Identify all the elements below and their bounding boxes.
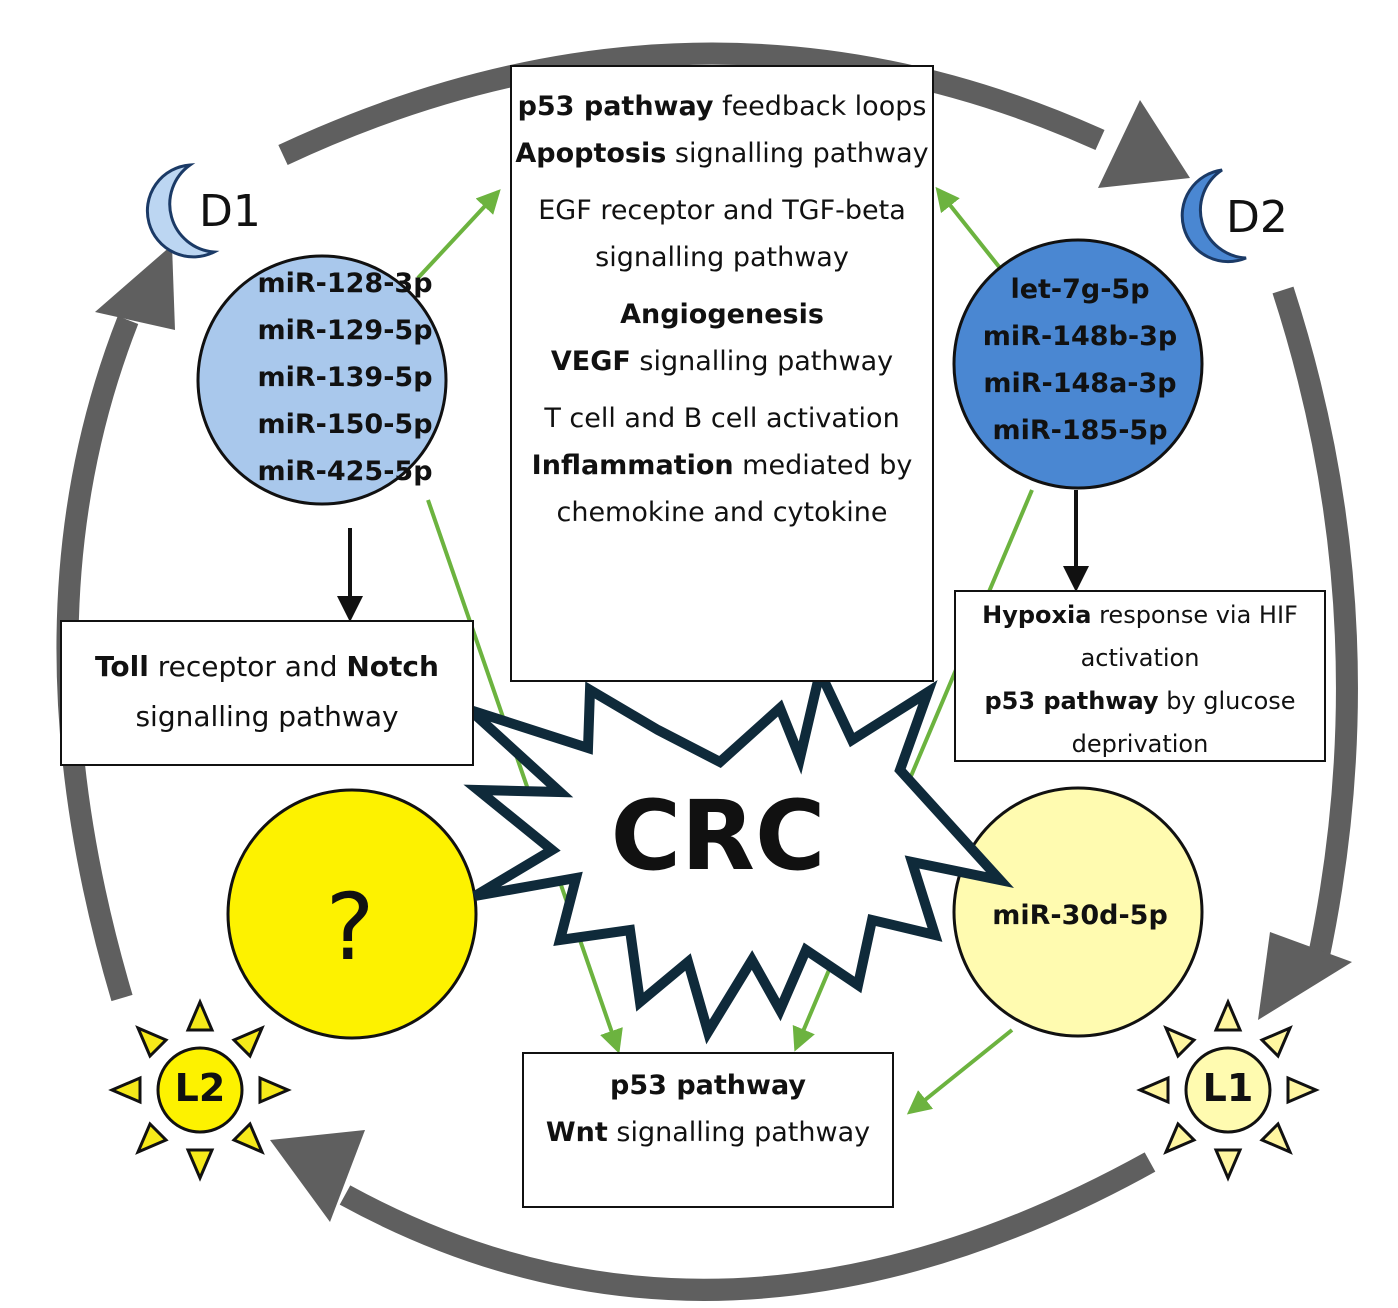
d2-mirna-list: let-7g-5p miR-148b-3p miR-148a-3p miR-18… [935, 266, 1225, 454]
sun-icon [1136, 998, 1320, 1182]
d1-mirna-list: miR-128-3p miR-129-5p miR-139-5p miR-150… [210, 260, 480, 495]
crc-label: CRC [610, 780, 826, 892]
pathway-angiogenesis: Angiogenesis [620, 299, 824, 330]
cycle-arrows [56, 42, 1358, 1301]
moon-icon [1180, 168, 1247, 264]
moon-icon [145, 163, 220, 259]
mirna-item: let-7g-5p [1010, 274, 1150, 305]
mirna-item: miR-425-5p [257, 456, 433, 487]
arrow-d2-to-l1 [1272, 286, 1358, 963]
center-pathway-box: p53 pathway feedback loops Apoptosis sig… [510, 65, 934, 682]
d1-label: D1 [199, 186, 261, 237]
wnt-box: p53 pathway Wnt signalling pathway [522, 1052, 894, 1208]
green-arrow-l1-to-wnt [906, 1028, 1014, 1115]
cycle-arrowheads [95, 100, 1352, 1222]
mirna-item: miR-150-5p [257, 409, 433, 440]
l2-label: L2 [174, 1066, 226, 1110]
green-arrow-d1-to-wnt [426, 499, 623, 1054]
mirna-item: miR-30d-5p [992, 900, 1168, 931]
mirna-item: miR-148b-3p [982, 321, 1178, 352]
sun-icon [108, 998, 292, 1182]
mirna-item: miR-129-5p [257, 315, 433, 346]
arrow-l1-to-l2 [339, 1152, 1156, 1301]
mirna-item: miR-139-5p [257, 362, 433, 393]
pathway-p53-glucose: p53 pathway by glucose deprivation [984, 687, 1296, 758]
green-arrow-d2-to-center [935, 186, 1002, 270]
arrowhead-l1 [1258, 932, 1352, 1020]
l1-circle [952, 786, 1204, 1038]
crc-starburst [463, 656, 1015, 1045]
l2-unknown-mark: ? [325, 874, 375, 981]
l1-mirna-list: miR-30d-5p [960, 892, 1200, 939]
pathway-hypoxia: Hypoxia response via HIF activation [982, 601, 1298, 672]
pathway-egf-tgf: EGF receptor and TGF-beta signalling pat… [538, 195, 906, 273]
l2-circle [226, 788, 478, 1040]
pathway-tcell-bcell: T cell and B cell activation [544, 403, 900, 434]
l1-label: L1 [1202, 1066, 1254, 1110]
arrow-d1-to-d2 [278, 42, 1105, 165]
d2-circle [952, 238, 1204, 490]
pathway-apoptosis: Apoptosis signalling pathway [515, 138, 929, 169]
pathway-wnt: Wnt signalling pathway [545, 1117, 871, 1148]
hypoxia-box: Hypoxia response via HIF activation p53 … [954, 590, 1326, 762]
d1-circle [196, 254, 448, 506]
arrowhead-d2 [1098, 100, 1190, 188]
pathway-vegf: VEGF signalling pathway [550, 346, 894, 377]
green-arrow-d1-to-center [416, 189, 501, 280]
pathway-p53: p53 pathway [610, 1070, 806, 1101]
mirna-item: miR-128-3p [257, 268, 433, 299]
pathway-toll-notch: Toll receptor and Notch signalling pathw… [95, 650, 439, 733]
black-arrows [337, 490, 1089, 622]
mirna-item: miR-148a-3p [983, 368, 1177, 399]
mirna-item: miR-185-5p [992, 415, 1168, 446]
toll-notch-box: Toll receptor and Notch signalling pathw… [60, 620, 474, 766]
d2-label: D2 [1226, 192, 1288, 243]
arrowhead-l2 [270, 1130, 365, 1222]
pathway-inflammation: Inflammation mediated by chemokine and c… [531, 450, 913, 528]
pathway-p53-feedback: p53 pathway feedback loops [517, 91, 927, 122]
arrowhead-d1 [95, 245, 175, 330]
